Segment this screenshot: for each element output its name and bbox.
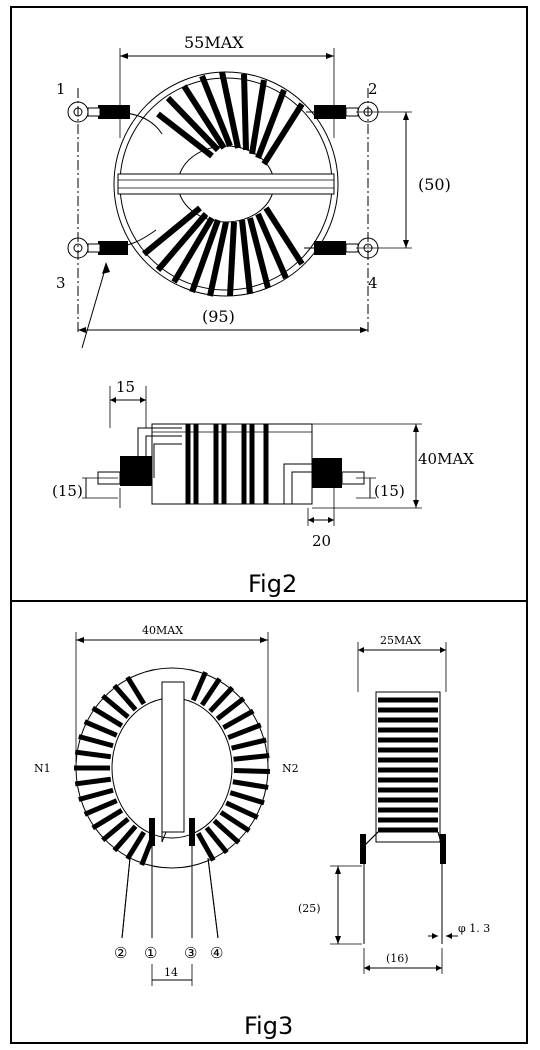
fig3-leads <box>121 846 219 939</box>
fig2-drawing: 55MAX <box>52 33 474 598</box>
fig3-caption: Fig3 <box>244 1012 293 1040</box>
fig2-dim-width: 55MAX <box>184 33 244 52</box>
fig3-dim-lead-length: (25) <box>298 902 321 915</box>
winding-turn <box>208 685 235 713</box>
fig2-dim-length: (95) <box>202 307 235 326</box>
fig2-bottom-windings <box>142 205 305 297</box>
winding-turn <box>222 708 255 730</box>
winding-turn <box>78 734 114 749</box>
winding-turn <box>227 722 262 740</box>
winding-turn <box>74 749 112 760</box>
winding-turn <box>78 787 114 802</box>
fig2-side-dim-left: (15) <box>52 482 83 500</box>
winding-turn <box>112 824 138 853</box>
fig2-side-windings <box>185 424 269 504</box>
winding-turn <box>215 696 246 721</box>
fig3-drawing: 40MAX N1 N2 ② ① ③ ④ 14 25MAX <box>34 624 490 1040</box>
fig3-pin-3: ③ <box>184 944 197 962</box>
fig2-side-dim-height: 40MAX <box>418 450 474 468</box>
winding-turn <box>91 705 124 728</box>
winding-turn <box>231 737 267 751</box>
fig2-caption: Fig2 <box>248 570 297 598</box>
fig2-pin-4: 4 <box>368 274 378 292</box>
fig2-side-dim-bottom: 20 <box>312 532 331 550</box>
fig3-pin-1: ① <box>144 944 157 962</box>
fig2-pin-1: 1 <box>56 80 66 98</box>
fig3-label-n1: N1 <box>34 762 51 775</box>
fig3-pin-2: ② <box>114 944 127 962</box>
fig2-side-dim-top: 15 <box>116 378 135 396</box>
winding-turn <box>232 779 269 790</box>
winding-turn <box>199 677 222 707</box>
fig2-dim-height: (50) <box>418 175 451 194</box>
winding-turn <box>74 776 112 787</box>
winding-turn <box>212 818 241 845</box>
fig3-dim-diameter: φ 1. 3 <box>458 922 490 935</box>
fig3-dim-width: 40MAX <box>142 624 183 637</box>
winding-turn <box>233 768 271 775</box>
fig3-side-windings <box>378 697 438 833</box>
winding-turn <box>125 675 146 706</box>
fig3-dim-lead-spacing: (16) <box>386 952 409 965</box>
winding-turn <box>190 671 208 702</box>
winding-turn <box>204 826 229 855</box>
fig2-side-dim-right: (15) <box>374 482 405 500</box>
fig3-label-n2: N2 <box>282 762 299 775</box>
winding-turn <box>196 832 216 862</box>
fig2-top-windings <box>156 71 305 166</box>
fig2-panel: 55MAX <box>10 6 528 602</box>
winding-turn <box>219 810 251 833</box>
winding-turn <box>91 808 124 831</box>
winding-turn <box>101 693 130 720</box>
winding-turn <box>225 800 259 820</box>
fig2-pin-2: 2 <box>368 80 378 98</box>
winding-turn <box>233 753 270 762</box>
fig3-left-windings <box>74 675 156 866</box>
fig2-pin-3: 3 <box>56 274 66 292</box>
fig3-dim-pitch: 14 <box>164 966 178 979</box>
winding-turn <box>125 830 146 861</box>
fig3-dim-side-width: 25MAX <box>380 634 421 647</box>
winding-turn <box>229 790 265 806</box>
winding-turn <box>112 683 138 712</box>
winding-turn <box>101 816 130 843</box>
winding-turn <box>83 798 118 817</box>
fig3-right-windings <box>190 671 271 862</box>
fig3-pin-4: ④ <box>210 944 223 962</box>
winding-turn <box>83 719 118 738</box>
fig3-panel: 40MAX N1 N2 ② ① ③ ④ 14 25MAX <box>10 600 528 1044</box>
